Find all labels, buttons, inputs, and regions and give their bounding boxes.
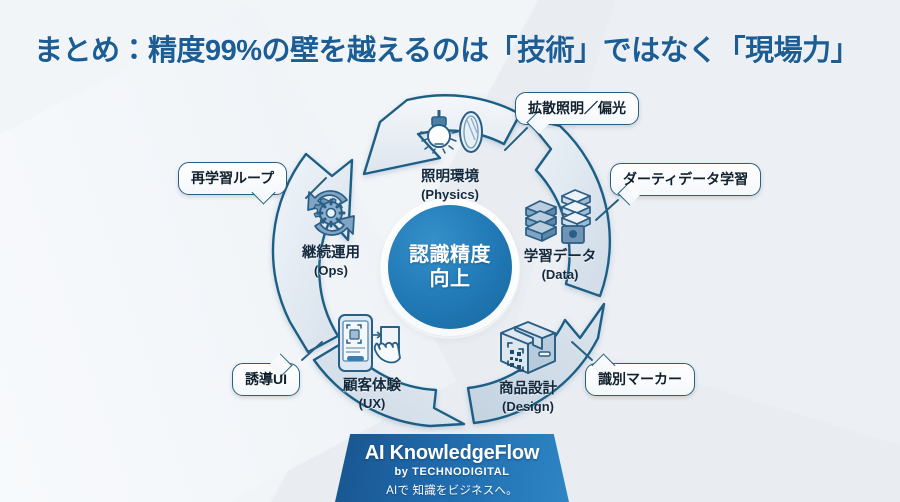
page-title: まとめ：精度99%の壁を越えるのは「技術」ではなく「現場力」 [34,35,860,67]
footer-banner: AI KnowledgeFlow by TECHNODIGITAL AIで 知識… [335,434,569,502]
callout-dirty-data-label: ダーティデータ学習 [623,171,749,187]
node-data-label-en: (Data) [541,266,579,282]
callout-dirty-data[interactable]: ダーティデータ学習 [610,163,762,206]
node-design-label-jp: 商品設計 [499,381,557,397]
banner-product-name: AI KnowledgeFlow [364,442,540,464]
refresh-gear-icon [307,190,355,236]
banner-text: AI KnowledgeFlow by TECHNODIGITAL AIで 知識… [335,434,569,498]
callout-guidance-ui-label: 誘導UI [245,371,287,387]
node-ops[interactable]: 継続運用 (Ops) [283,184,379,280]
node-data[interactable]: 学習データ (Data) [512,188,608,284]
node-physics[interactable]: 照明環境 (Physics) [400,108,500,204]
node-ux[interactable]: 顧客体験 (UX) [323,313,421,413]
hub-line-1: 認識精度 [409,243,491,266]
node-physics-label-jp: 照明環境 [421,169,479,185]
smartphone-hand-icon [338,314,401,372]
node-ops-label-jp: 継続運用 [302,245,360,261]
banner-tagline: AIで 知識をビジネスへ。 [386,485,518,497]
node-ux-label-jp: 顧客体験 [343,378,401,394]
callout-guidance-ui[interactable]: 誘導UI [232,353,300,396]
node-physics-label-en: (Physics) [421,186,479,202]
callout-identification-marker-label: 識別マーカー [598,371,682,387]
node-ops-label-en: (Ops) [314,262,348,278]
banner-company: by TECHNODIGITAL [394,466,510,478]
node-design-label-en: (Design) [502,398,554,414]
callout-retraining-loop[interactable]: 再学習ループ [178,162,288,205]
package-qr-icon [500,321,556,374]
lightbulb-lens-icon [420,110,483,154]
banner-shape [335,434,569,502]
callout-diffuse-lighting-label: 拡散照明／偏光 [528,100,626,116]
server-stack-icon [525,189,591,244]
node-data-label-jp: 学習データ [523,249,597,265]
hub-line-2: 向上 [429,268,471,290]
callout-retraining-loop-label: 再学習ループ [191,170,275,186]
node-ux-label-en: (UX) [358,395,386,411]
node-design[interactable]: 商品設計 (Design) [478,318,578,416]
center-hub: 認識精度 向上 [388,205,512,329]
callout-identification-marker[interactable]: 識別マーカー [585,353,695,396]
callout-diffuse-lighting[interactable]: 拡散照明／偏光 [515,92,639,135]
